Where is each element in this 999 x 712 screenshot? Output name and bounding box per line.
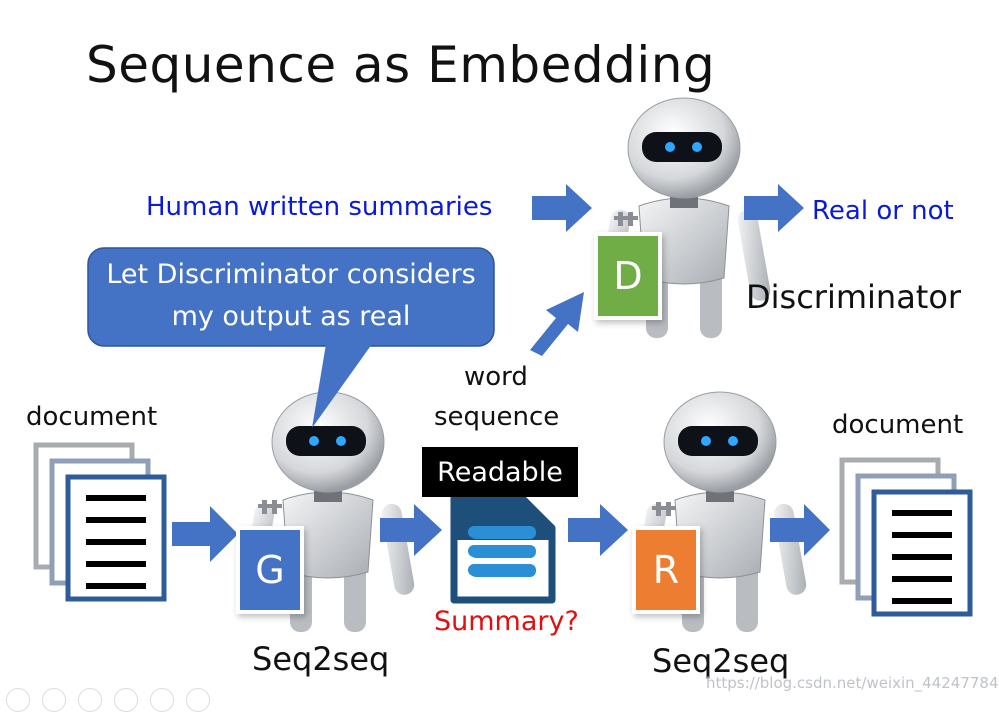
seq2seq-right-label: Seq2seq xyxy=(652,642,790,680)
clip-icon-group xyxy=(258,212,676,516)
arrow-icon-summary-to-r xyxy=(568,504,628,556)
human-summaries-label: Human written summaries xyxy=(146,192,493,222)
speech-bubble-icon xyxy=(87,247,495,428)
summary-label: Summary? xyxy=(434,606,579,637)
page-title: Sequence as Embedding xyxy=(86,36,716,94)
arrow-icon-group xyxy=(172,184,830,562)
reconstructor-tag: R xyxy=(636,530,696,610)
word-label: word xyxy=(464,362,528,392)
document-right-label: document xyxy=(832,410,964,440)
document-icon-left xyxy=(36,445,164,599)
real-or-not-label: Real or not xyxy=(812,196,954,226)
arrow-icon-human-to-d xyxy=(532,184,592,232)
discriminator-tag: D xyxy=(598,236,658,316)
seq2seq-left-label: Seq2seq xyxy=(252,640,390,678)
readable-badge: Readable xyxy=(422,447,578,497)
arrow-icon-seq-to-d xyxy=(530,292,584,356)
speech-bubble-line-1: Let Discriminator considers xyxy=(106,259,476,290)
discriminator-label: Discriminator xyxy=(746,278,962,316)
toolbar-forward-icon[interactable] xyxy=(42,688,66,712)
watermark: https://blog.csdn.net/weixin_44247784 xyxy=(706,674,999,692)
document-left-label: document xyxy=(26,402,158,432)
summary-icon xyxy=(450,492,556,604)
toolbar-more-icon[interactable] xyxy=(186,688,210,712)
sequence-label: sequence xyxy=(434,402,560,432)
arrow-icon-r-to-doc xyxy=(770,504,830,556)
slide-toolbar xyxy=(6,688,210,712)
toolbar-grid-icon[interactable] xyxy=(114,688,138,712)
toolbar-back-icon[interactable] xyxy=(6,688,30,712)
speech-bubble-text: Let Discriminator considers my output as… xyxy=(92,254,490,338)
arrow-icon-g-to-summary xyxy=(380,504,442,556)
generator-tag: G xyxy=(240,530,300,610)
document-icon-right xyxy=(842,460,970,614)
diagram-graphics xyxy=(0,97,991,633)
arrow-icon-doc-to-g xyxy=(172,506,238,562)
toolbar-pen-icon[interactable] xyxy=(78,688,102,712)
toolbar-zoom-icon[interactable] xyxy=(150,688,174,712)
speech-bubble-line-2: my output as real xyxy=(171,301,411,332)
arrow-icon-d-to-real xyxy=(744,184,804,232)
